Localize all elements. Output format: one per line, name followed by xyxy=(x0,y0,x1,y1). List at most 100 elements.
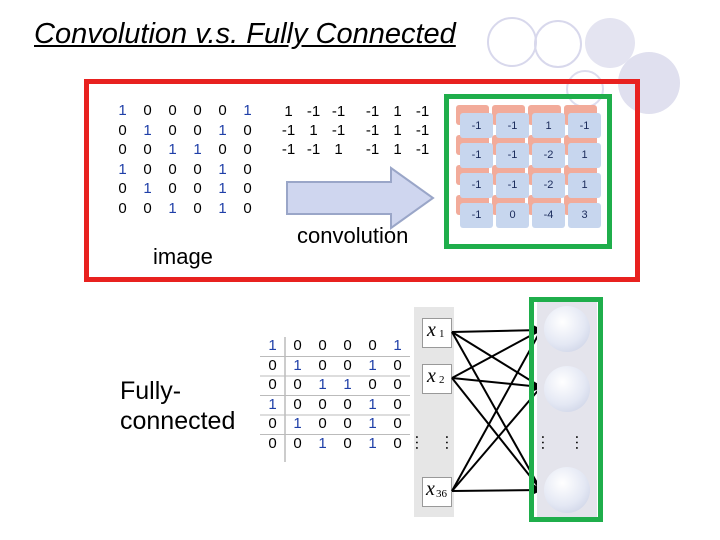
convolution-arrow xyxy=(286,166,435,230)
matrix-cell: 0 xyxy=(318,356,327,374)
matrix-cell: -1 xyxy=(365,122,380,139)
matrix-cell: 1 xyxy=(168,199,177,217)
matrix-cell: -1 xyxy=(281,141,296,158)
feature-map-cell: -4 xyxy=(532,202,565,228)
matrix-cell: 1 xyxy=(368,434,377,452)
matrix-cell: 0 xyxy=(193,180,202,197)
input-ellipsis: … xyxy=(442,434,461,451)
fully-connected-text: Fully-connected xyxy=(120,377,236,435)
fully-connected-label: Fully-connected xyxy=(120,376,260,436)
input-ellipsis: … xyxy=(412,434,431,451)
matrix-cell: 0 xyxy=(243,199,252,217)
matrix-cell: -1 xyxy=(306,103,321,120)
feature-map-cell: -1 xyxy=(460,172,493,198)
matrix-cell: 0 xyxy=(143,199,152,217)
matrix-cell: -1 xyxy=(306,141,321,158)
matrix-cell: 0 xyxy=(268,376,277,393)
matrix-cell: 1 xyxy=(118,160,127,178)
input-x1: x 1 xyxy=(422,318,452,348)
matrix-cell: 0 xyxy=(193,121,202,139)
slide-title: Convolution v.s. Fully Connected xyxy=(34,18,456,50)
matrix-cell: 0 xyxy=(393,356,402,374)
feature-map-cell: -1 xyxy=(496,142,529,168)
matrix-cell: 1 xyxy=(118,102,127,119)
matrix-cell: 0 xyxy=(268,356,277,374)
matrix-cell: 0 xyxy=(393,434,402,452)
matrix-cell: 0 xyxy=(293,395,302,413)
feature-map-cell: -2 xyxy=(532,142,565,168)
matrix-cell: 1 xyxy=(309,122,318,139)
decorative-circle xyxy=(534,20,582,68)
matrix-cell: -1 xyxy=(365,103,380,120)
matrix-cell: 0 xyxy=(193,199,202,217)
matrix-cell: 0 xyxy=(393,376,402,393)
feature-map-cell: 0 xyxy=(496,202,529,228)
matrix-cell: 1 xyxy=(343,376,352,393)
matrix-cell: -1 xyxy=(415,141,430,158)
matrix-cell: 1 xyxy=(218,199,227,217)
matrix-cell: -1 xyxy=(415,122,430,139)
feature-map-cell: 1 xyxy=(568,142,601,168)
feature-map-cell: -1 xyxy=(496,113,529,138)
matrix-cell: 0 xyxy=(343,415,352,432)
image-label: image xyxy=(153,244,213,269)
matrix-cell: 1 xyxy=(318,434,327,452)
matrix-cell: 1 xyxy=(368,356,377,374)
hidden-node xyxy=(544,467,590,513)
matrix-grid-lines xyxy=(260,337,410,462)
matrix-cell: 1 xyxy=(143,121,152,139)
matrix-cell: -1 xyxy=(365,141,380,158)
convolution-label: convolution xyxy=(297,223,409,248)
matrix-cell: 1 xyxy=(268,337,277,354)
matrix-cell: 1 xyxy=(218,160,227,178)
matrix-cell: 1 xyxy=(218,180,227,197)
input-x36: x 36 xyxy=(422,477,452,507)
matrix-cell: 0 xyxy=(268,434,277,452)
convolution-panel-frame xyxy=(84,79,640,282)
matrix-cell: 0 xyxy=(168,121,177,139)
matrix-cell: 1 xyxy=(393,122,402,139)
matrix-cell: 0 xyxy=(168,102,177,119)
matrix-cell: 0 xyxy=(393,395,402,413)
matrix-cell: 0 xyxy=(293,434,302,452)
matrix-cell: 1 xyxy=(334,141,343,158)
matrix-cell: 0 xyxy=(193,160,202,178)
matrix-cell: 0 xyxy=(318,415,327,432)
feature-map-cell: -2 xyxy=(532,172,565,198)
matrix-cell: 1 xyxy=(293,415,302,432)
feature-map-cell: 1 xyxy=(532,113,565,138)
matrix-cell: 0 xyxy=(243,121,252,139)
matrix-cell: 0 xyxy=(143,102,152,119)
matrix-cell: 0 xyxy=(118,180,127,197)
hidden-ellipsis: … xyxy=(572,434,591,451)
hidden-ellipsis: … xyxy=(538,434,557,451)
matrix-cell: 0 xyxy=(218,141,227,158)
matrix-cell: 1 xyxy=(393,103,402,120)
feature-map-cell: -1 xyxy=(460,202,493,228)
matrix-cell: 0 xyxy=(318,337,327,354)
matrix-cell: 0 xyxy=(243,180,252,197)
feature-map-cell: 3 xyxy=(568,202,601,228)
output-highlight-frame xyxy=(444,94,612,249)
matrix-cell: 0 xyxy=(193,102,202,119)
matrix-cell: 0 xyxy=(218,102,227,119)
matrix-cell: 1 xyxy=(393,337,402,354)
matrix-cell: 0 xyxy=(343,395,352,413)
matrix-cell: 0 xyxy=(118,141,127,158)
matrix-cell: -1 xyxy=(281,122,296,139)
matrix-cell: 1 xyxy=(368,395,377,413)
matrix-cell: -1 xyxy=(331,122,346,139)
matrix-cell: -1 xyxy=(415,103,430,120)
matrix-cell: 1 xyxy=(193,141,202,158)
matrix-cell: 1 xyxy=(318,376,327,393)
feature-map-cell: -1 xyxy=(460,113,493,138)
matrix-cell: 0 xyxy=(243,141,252,158)
feature-map-cell: -1 xyxy=(568,113,601,138)
matrix-cell: 1 xyxy=(368,415,377,432)
matrix-cell: 0 xyxy=(293,376,302,393)
matrix-cell: 1 xyxy=(284,103,293,120)
